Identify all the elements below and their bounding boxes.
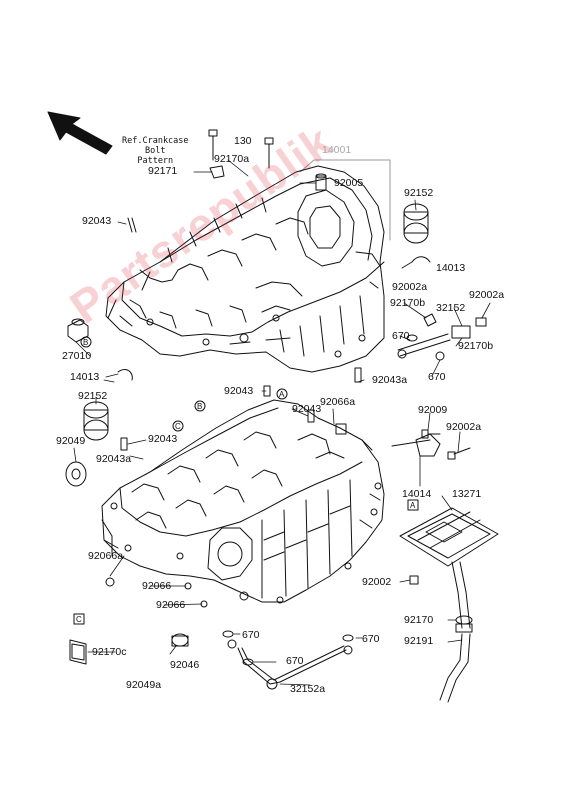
lower-crankcase [101,399,385,604]
part-label: 92002a [446,421,482,433]
part-label: 32152 [436,302,466,314]
bolt-92171 [208,129,225,179]
part-label: 14014 [402,488,432,500]
part-label: 92043a [372,374,408,386]
part-label: 92066a [88,550,124,562]
ref-note-line: Pattern [137,156,174,166]
part-label: 92171 [148,165,178,177]
front-arrow-icon [47,111,113,155]
clamp-92170c [69,639,87,665]
bolt-130 [264,137,274,169]
ref-note-line: Bolt [145,146,166,156]
part-label: 92043a [96,453,132,465]
part-label: 92170 [404,614,434,626]
part-label: 92066a [320,396,356,408]
part-label: 92043 [292,403,322,415]
dowel-92005 [315,173,327,191]
cover-14014 [391,433,441,457]
part-label: 92191 [404,635,434,647]
bolt-92002 [409,575,419,585]
part-label: 92152 [404,187,434,199]
nut-27010 [67,318,89,343]
oil-line-32152a [227,639,353,690]
part-label: 670 [392,330,410,342]
part-label: 92049 [56,435,86,447]
bearing-92152-top [403,203,429,244]
pin-92043-top [127,217,137,233]
part-label: 27010 [62,350,92,362]
part-label: 92066 [142,580,172,592]
part-label: 92002 [362,576,392,588]
part-label: 92043 [224,385,254,397]
callout-a: A [410,501,416,510]
seal-92049 [65,461,87,487]
part-label: 92005 [334,177,364,189]
part-label: 130 [234,135,252,147]
part-label: 670 [362,633,380,645]
part-label: 92152 [78,390,108,402]
bearing-92152-left [83,401,109,441]
fittings-92066 [105,423,347,608]
ref-note: Ref.Crankcase Bolt Pattern [122,136,189,166]
upper-crankcase [105,165,385,373]
callout-b: B [197,402,203,411]
callout-circles [73,336,419,625]
part-label: 670 [286,655,304,667]
part-label: 92170b [390,297,426,309]
part-label: 92170a [214,153,250,165]
part-label: 14013 [436,262,466,274]
part-label: 13271 [452,488,482,500]
part-label: 92002a [392,281,428,293]
o-rings-670 [222,334,418,666]
ref-note-line: Ref.Crankcase [122,136,189,146]
part-label: 92170b [458,340,494,352]
oil-pipe-assembly [397,313,487,361]
callout-b: B [83,338,89,347]
part-label: 92009 [418,404,448,416]
part-label: 92046 [170,659,200,671]
callout-a: A [279,390,285,399]
bolt-92002a [447,447,471,460]
part-label: 92170c [92,646,127,658]
bolt-92009 [421,429,441,439]
hose-92191 [439,561,473,703]
assembly-label: 14001 [322,144,352,156]
part-label: 92049a [126,679,162,691]
leader-lines [73,159,491,686]
part-label: 32152a [290,683,326,695]
circlip-14013 [117,256,431,381]
callout-c: C [175,422,181,431]
part-label: 92043 [82,215,112,227]
oil-screen-13271 [399,507,499,567]
callout-c: C [76,615,82,624]
part-label: 92043 [148,433,178,445]
part-label: 92002a [469,289,505,301]
part-label: 92066 [156,599,186,611]
part-label: 670 [428,371,446,383]
plug-92046 [171,633,189,647]
part-label: 670 [242,629,260,641]
part-label: 14013 [70,371,100,383]
